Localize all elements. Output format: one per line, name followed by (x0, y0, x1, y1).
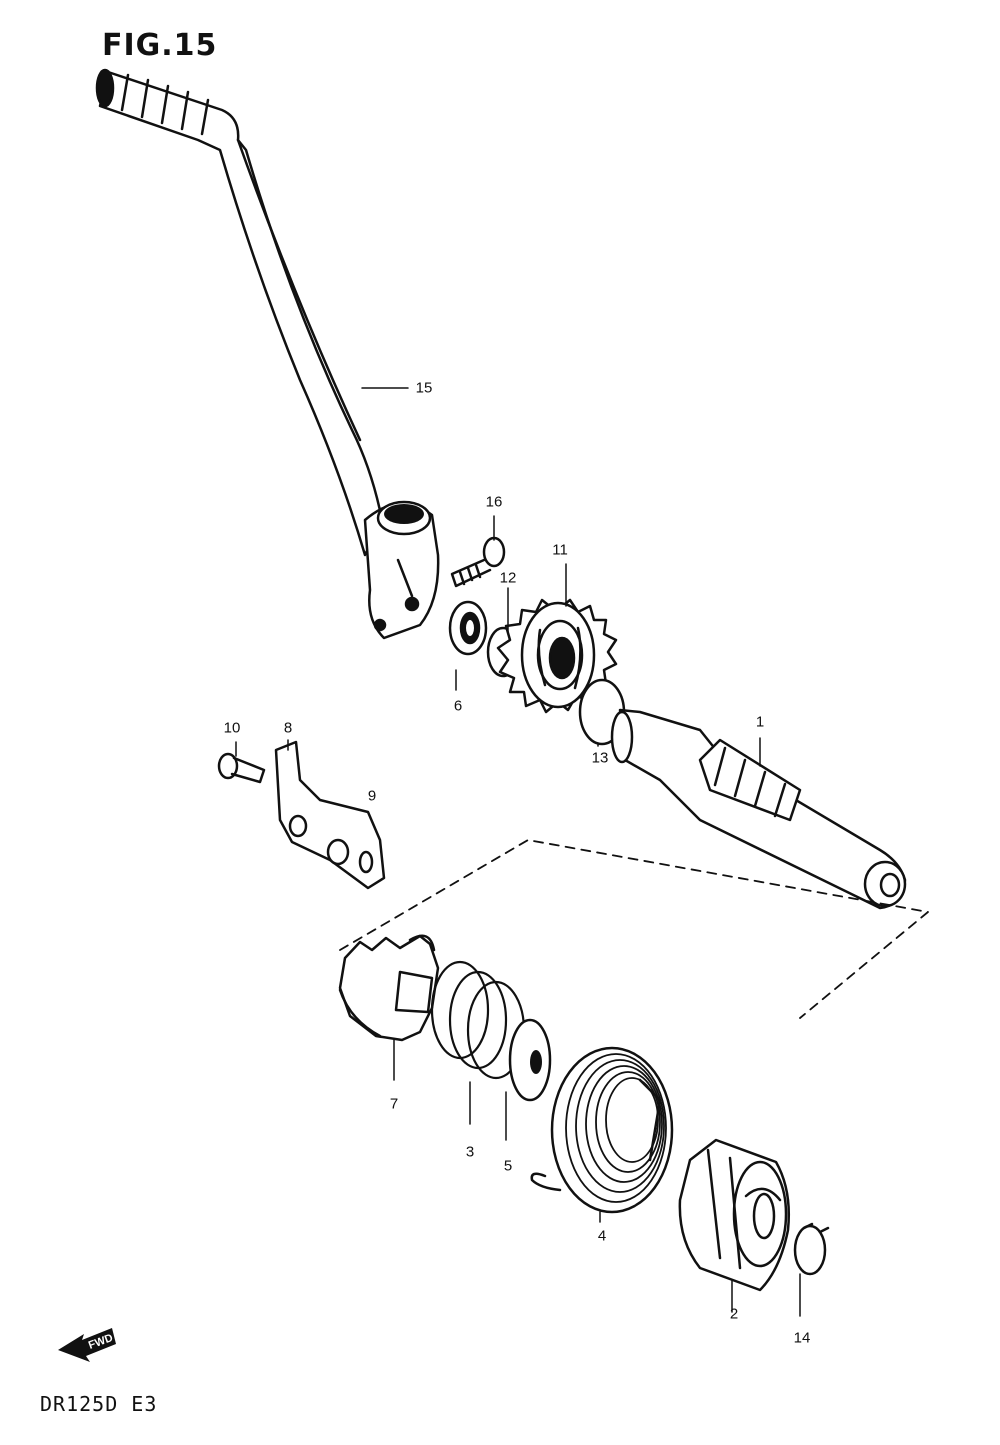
kick-starter-gear (496, 598, 618, 714)
callout-13: 13 (591, 749, 609, 767)
callout-4: 4 (597, 1227, 607, 1245)
callout-16: 16 (485, 493, 503, 511)
return-spring (530, 1046, 674, 1214)
kick-starter-shaft (610, 708, 907, 910)
callout-3: 3 (465, 1143, 475, 1161)
kick-starter-lever (95, 68, 440, 640)
callout-2: 2 (729, 1305, 739, 1323)
assembly-outline (339, 839, 929, 1019)
oil-seal (448, 600, 488, 656)
callout-14: 14 (793, 1329, 811, 1347)
model-label: DR125D E3 (40, 1392, 158, 1416)
drive-gear (338, 934, 440, 1042)
callout-12: 12 (499, 569, 517, 587)
spring-washer (508, 1018, 552, 1102)
figure-title: FIG.15 (102, 28, 218, 63)
guide-bolt (217, 752, 266, 784)
callout-11: 11 (552, 541, 568, 559)
leader-lines (235, 387, 801, 1317)
callout-9: 9 (367, 787, 377, 805)
lever-bolt (450, 536, 506, 588)
callout-15: 15 (415, 379, 433, 397)
callout-6: 6 (453, 697, 463, 715)
forward-direction-arrow: FWD (58, 1328, 116, 1362)
callout-8: 8 (283, 719, 293, 737)
callout-10: 10 (223, 719, 241, 737)
guide-plate (274, 740, 386, 890)
callout-5: 5 (503, 1157, 513, 1175)
coil-spring (430, 960, 526, 1080)
spring-guide (678, 1138, 791, 1292)
callout-7: 7 (389, 1095, 399, 1113)
callout-1: 1 (755, 713, 765, 731)
circlip (793, 1222, 830, 1276)
